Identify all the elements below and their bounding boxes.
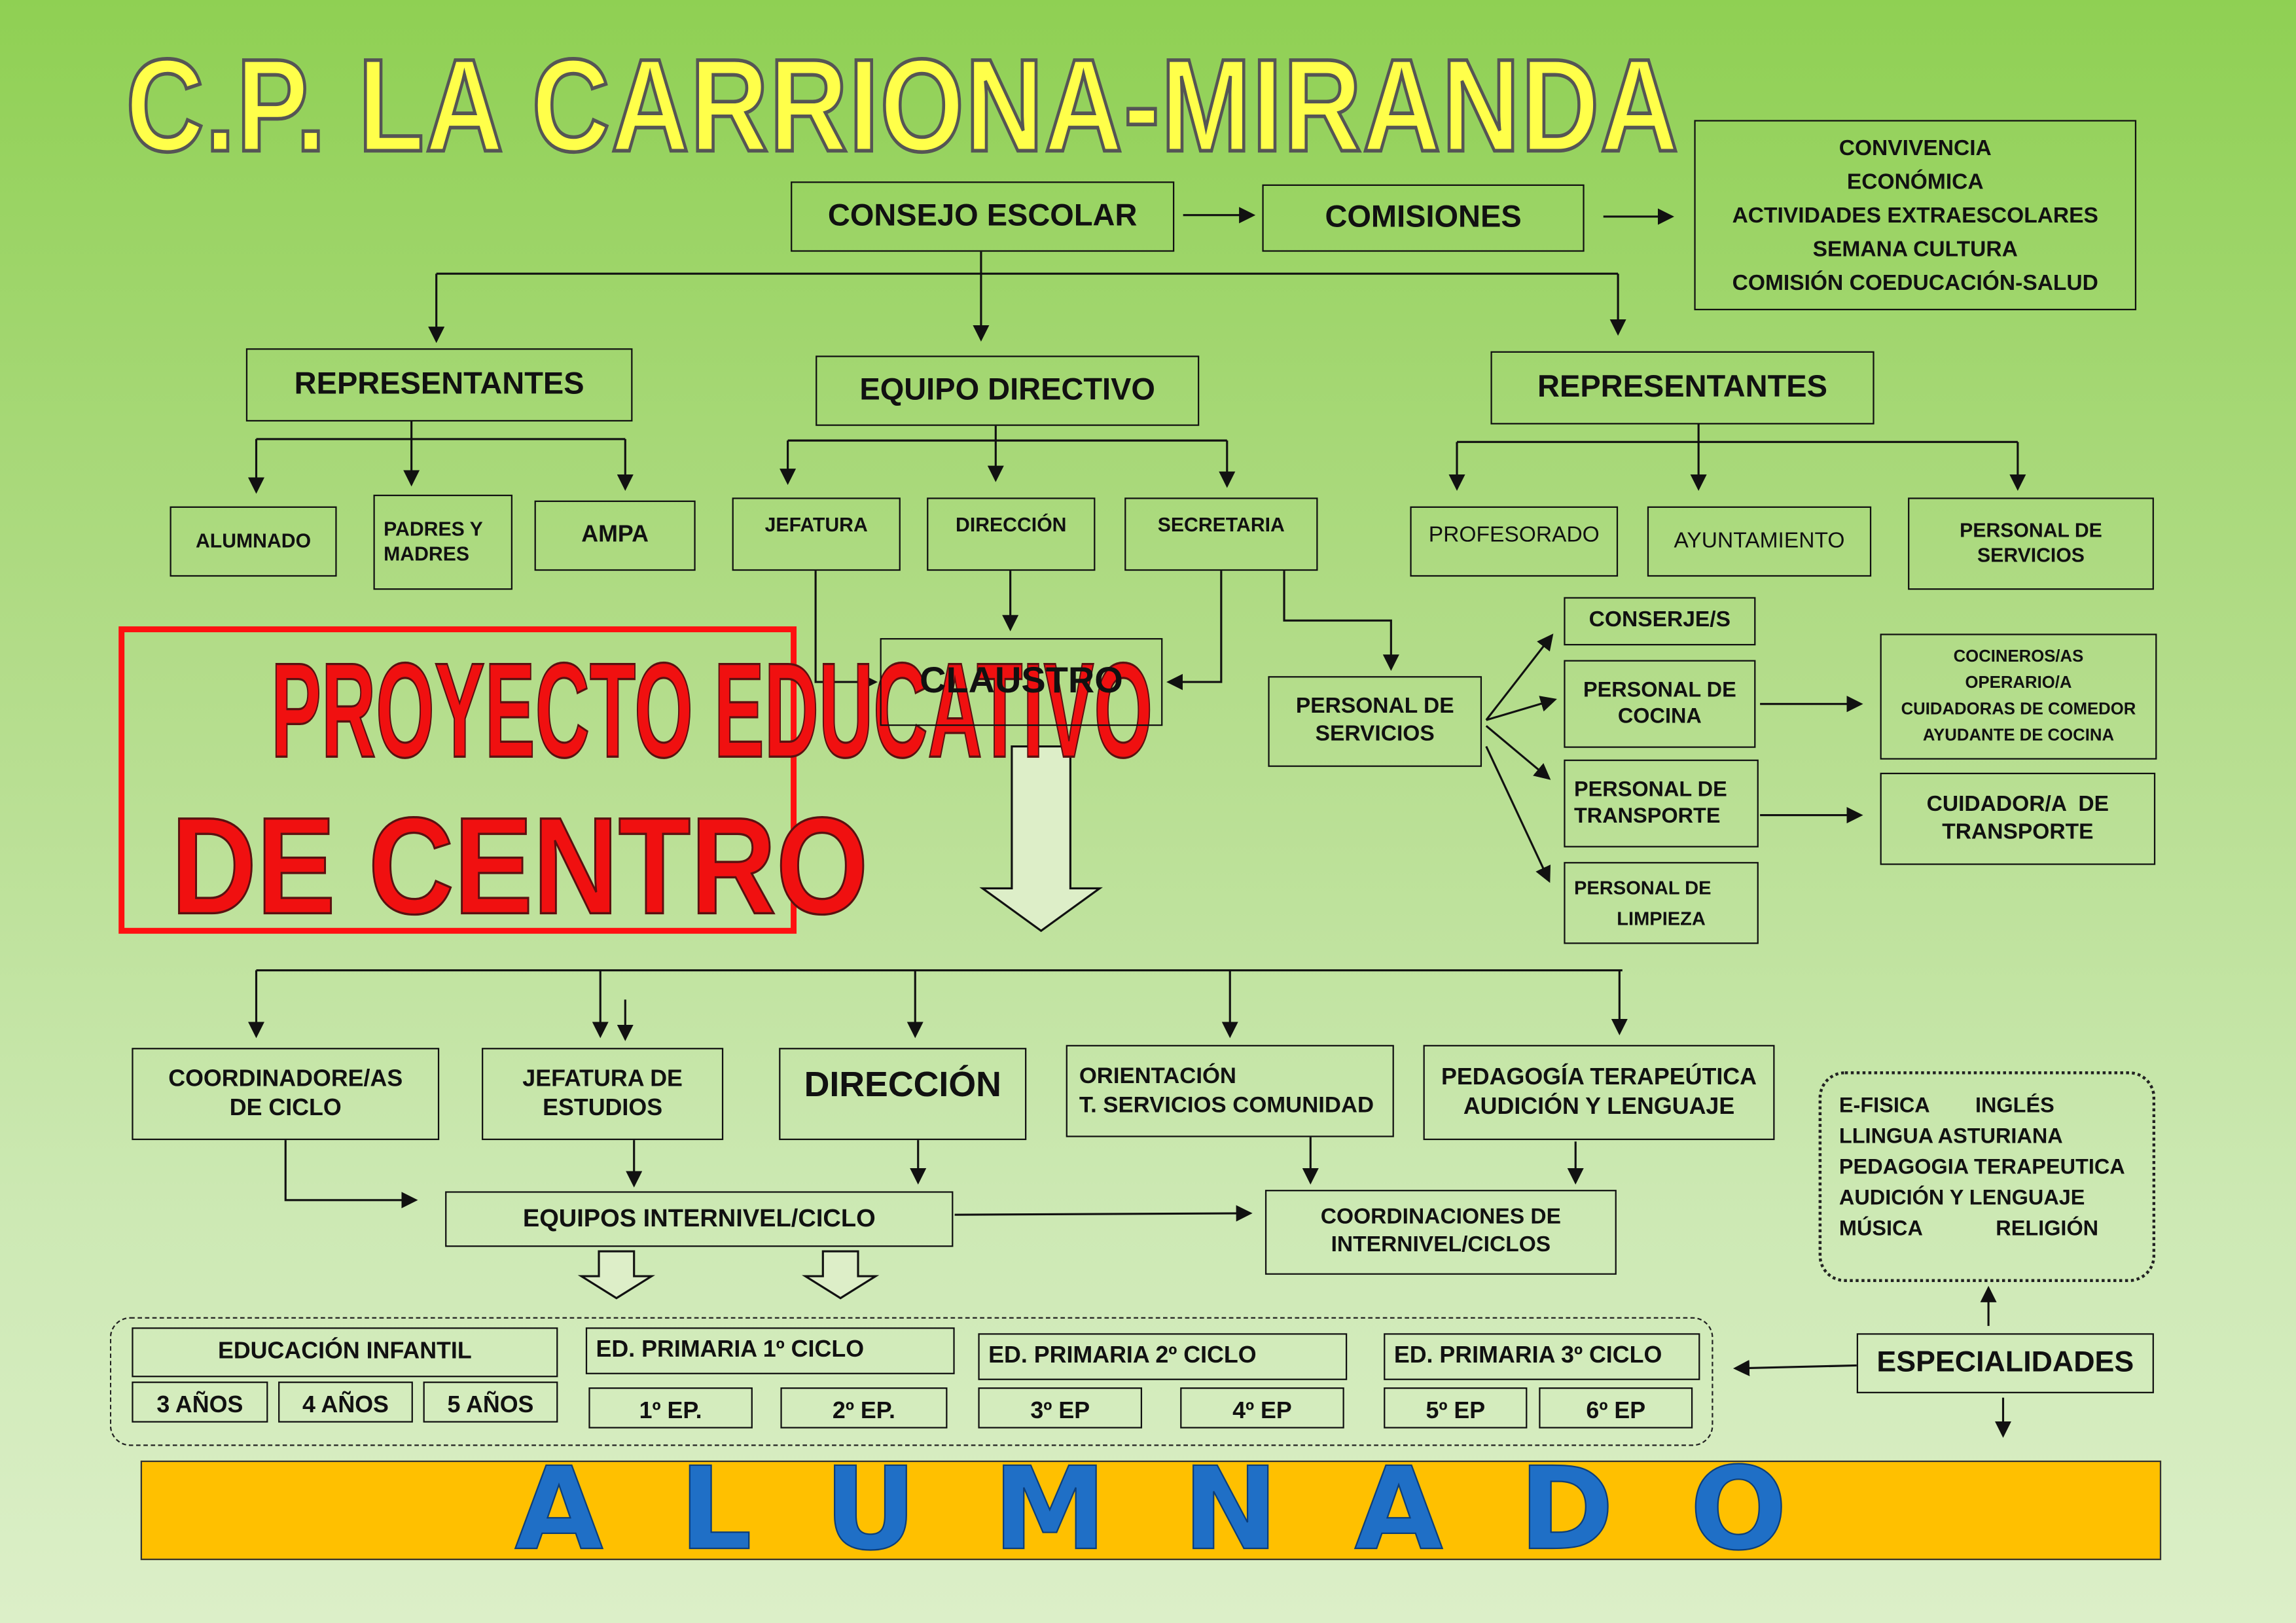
jefatura-estudios-box: JEFATURA DE ESTUDIOS [482, 1048, 724, 1141]
label-line: AYUDANTE DE COCINA [1922, 727, 2115, 745]
label-line: PERSONAL DE [1583, 679, 1736, 703]
level-box: 3 AÑOS [132, 1382, 268, 1423]
representantes-left-box: REPRESENTANTES [245, 348, 633, 422]
label-line: COCINA [1617, 705, 1702, 729]
etapas-container [109, 1317, 1713, 1446]
especialidad-item: LLINGUA ASTURIANA [1839, 1125, 2063, 1149]
alumnado-banner: ALUMNADO [140, 1444, 2162, 1577]
label-line: SERVICIOS [1315, 721, 1435, 747]
label-line: PADRES Y [384, 517, 483, 540]
level-box: 5º EP [1384, 1387, 1528, 1429]
proyecto-line-2: DE CENTRO [170, 788, 869, 944]
especialidades-list-box: E-FISICA INGLÉS LLINGUA ASTURIANA PEDAGOG… [1818, 1071, 2156, 1282]
especialidad-item: RELIGIÓN [1996, 1217, 2099, 1241]
label-line: INTERNIVEL/CICLOS [1331, 1232, 1551, 1257]
label-line: JEFATURA DE [522, 1066, 683, 1092]
label-line: MADRES [384, 542, 470, 565]
label-line: DE CICLO [229, 1095, 342, 1120]
label-line: SERVICIOS [1977, 543, 2085, 566]
profesorado-box: PROFESORADO [1410, 506, 1619, 577]
especialidad-item: INGLÉS [1975, 1094, 2054, 1118]
label-line: COORDINADORE/AS [168, 1066, 403, 1092]
primaria-3-box: ED. PRIMARIA 3º CICLO [1384, 1333, 1700, 1380]
label-line: PEDAGOGÍA TERAPEÚTICA [1441, 1064, 1757, 1090]
label-line: TRANSPORTE [1942, 819, 2094, 844]
equipos-internivel-box: EQUIPOS INTERNIVEL/CICLO [445, 1191, 954, 1247]
label-line: CUIDADOR/A DE [1926, 791, 2109, 817]
comision-item: ACTIVIDADES EXTRAESCOLARES [1732, 202, 2098, 228]
level-box: 6º EP [1539, 1387, 1693, 1429]
label-line: CUIDADORAS DE COMEDOR [1901, 701, 2136, 719]
alumnado-rep-box: ALUMNADO [170, 506, 337, 577]
level-box: 4º EP [1180, 1387, 1344, 1429]
pedagogia-box: PEDAGOGÍA TERAPEÚTICA AUDICIÓN Y LENGUAJE [1423, 1044, 1775, 1141]
label-line: TRANSPORTE [1573, 804, 1721, 829]
label-line: AUDICIÓN Y LENGUAJE [1463, 1094, 1735, 1119]
level-box: 2º EP. [780, 1387, 948, 1429]
label-line: PERSONAL DE [1573, 876, 1712, 899]
infantil-box: EDUCACIÓN INFANTIL [132, 1327, 558, 1378]
label-line: PERSONAL DE [1960, 519, 2102, 541]
especialidad-item: MÚSICA [1839, 1217, 1923, 1241]
conserje-box: CONSERJE/S [1564, 597, 1756, 646]
comision-item: SEMANA CULTURA [1812, 236, 2018, 262]
primaria-2-box: ED. PRIMARIA 2º CICLO [978, 1333, 1348, 1380]
comisiones-list-box: CONVIVENCIA ECONÓMICA ACTIVIDADES EXTRAE… [1694, 120, 2137, 311]
alumnado-text: ALUMNADO [514, 1444, 1863, 1577]
label-line: T. SERVICIOS COMUNIDAD [1079, 1092, 1374, 1118]
big-down-arrow [979, 745, 1103, 933]
label-line: PERSONAL DE [1573, 778, 1727, 802]
level-box: 5 AÑOS [423, 1382, 558, 1423]
especialidad-item: PEDAGOGIA TERAPEUTICA [1839, 1156, 2125, 1180]
label-line: OPERARIO/A [1965, 674, 2072, 692]
comision-item: ECONÓMICA [1846, 169, 1984, 194]
especialidad-item: AUDICIÓN Y LENGUAJE [1839, 1186, 2085, 1211]
equipo-directivo-box: EQUIPO DIRECTIVO [816, 355, 1200, 426]
direccion-main-box: DIRECCIÓN [779, 1048, 1027, 1141]
representantes-right-box: REPRESENTANTES [1490, 351, 1874, 425]
label-line: PERSONAL DE [1295, 694, 1454, 719]
label-line: ESTUDIOS [543, 1095, 663, 1120]
cocineros-box: COCINEROS/AS OPERARIO/A CUIDADORAS DE COME… [1880, 633, 2157, 760]
especialidad-item: E-FISICA [1839, 1094, 1930, 1118]
especialidades-box: ESPECIALIDADES [1856, 1333, 2154, 1393]
comision-item: COMISIÓN COEDUCACIÓN-SALUD [1732, 270, 2098, 295]
personal-limpieza-box: PERSONAL DE LIMPIEZA [1564, 862, 1759, 944]
comisiones-box: COMISIONES [1262, 184, 1585, 252]
coordinadores-ciclo-box: COORDINADORE/AS DE CICLO [132, 1048, 440, 1141]
ampa-box: AMPA [534, 500, 696, 571]
label-line: ORIENTACIÓN [1079, 1064, 1237, 1090]
level-box: 4 AÑOS [278, 1382, 413, 1423]
level-box: 1º EP. [588, 1387, 753, 1429]
level-box: 3º EP [978, 1387, 1143, 1429]
secretaria-box: SECRETARIA [1124, 497, 1318, 571]
proyecto-educativo-banner: PROYECTO EDUCATIVO DE CENTRO [118, 626, 1153, 944]
claustro-box: CLAUSTRO [880, 638, 1163, 726]
label-line: COORDINACIONES DE [1320, 1205, 1562, 1230]
label-line: COCINEROS/AS [1953, 648, 2084, 666]
ayuntamiento-box: AYUNTAMIENTO [1647, 506, 1872, 577]
consejo-escolar-box: CONSEJO ESCOLAR [791, 181, 1175, 252]
comision-item: CONVIVENCIA [1839, 135, 1992, 160]
primaria-1-box: ED. PRIMARIA 1º CICLO [585, 1327, 955, 1374]
proyecto-line-1: PROYECTO EDUCATIVO [270, 635, 1153, 787]
direccion-box: DIRECCIÓN [927, 497, 1096, 571]
jefatura-box: JEFATURA [732, 497, 901, 571]
school-title: C.P. LA CARRIONA-MIRANDA [124, 32, 1680, 182]
label-line: LIMPIEZA [1617, 907, 1706, 930]
